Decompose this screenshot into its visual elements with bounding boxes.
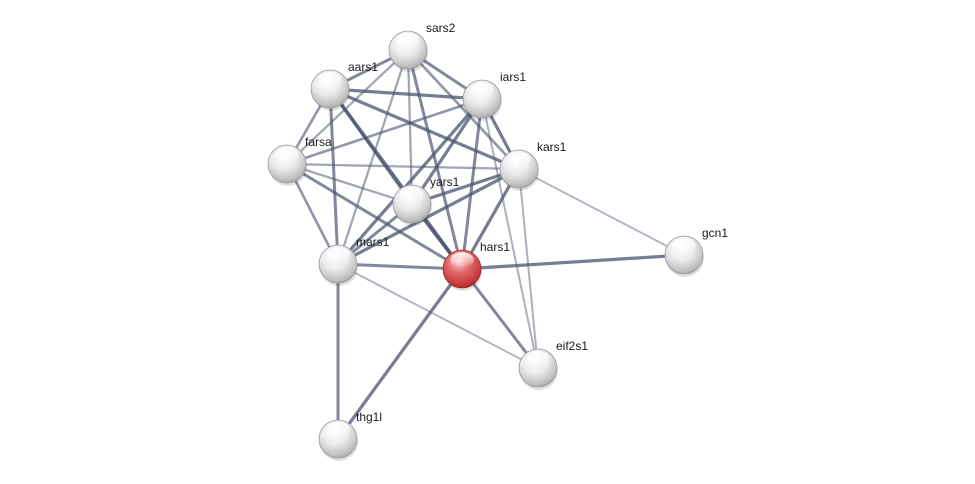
node-kars1[interactable]: kars1 bbox=[499, 140, 567, 191]
nodes-layer: sars2 aars1 iars1 farsa kars1 yars1 mars1 hars1… bbox=[267, 21, 728, 461]
edge-mars1-hars1[interactable] bbox=[336, 262, 464, 271]
edge-hars1-thg1l[interactable] bbox=[336, 267, 464, 441]
node-highlight bbox=[396, 33, 420, 49]
node-eif2s1[interactable]: eif2s1 bbox=[518, 339, 588, 390]
node-highlight bbox=[275, 147, 299, 163]
node-label-yars1: yars1 bbox=[430, 175, 460, 189]
node-farsa[interactable]: farsa bbox=[267, 135, 332, 186]
node-highlight bbox=[672, 238, 696, 254]
node-yars1[interactable]: yars1 bbox=[392, 175, 460, 226]
edge-iars1-yars1[interactable] bbox=[410, 97, 484, 206]
node-highlight bbox=[450, 252, 474, 268]
edge-mars1-eif2s1[interactable] bbox=[337, 263, 539, 369]
node-sars2[interactable]: sars2 bbox=[388, 21, 456, 72]
node-label-mars1: mars1 bbox=[356, 235, 390, 249]
node-hars1[interactable]: hars1 bbox=[442, 240, 510, 291]
edge-farsa-hars1[interactable] bbox=[285, 162, 464, 271]
node-label-farsa: farsa bbox=[305, 135, 332, 149]
node-highlight bbox=[507, 152, 531, 168]
edge-aars1-kars1[interactable] bbox=[328, 87, 521, 171]
edge-kars1-eif2s1[interactable] bbox=[517, 167, 540, 370]
edge-iars1-mars1[interactable] bbox=[336, 97, 484, 266]
edge-hars1-eif2s1[interactable] bbox=[460, 267, 540, 370]
node-highlight bbox=[400, 187, 424, 203]
node-label-gcn1: gcn1 bbox=[702, 226, 728, 240]
node-aars1[interactable]: aars1 bbox=[310, 60, 378, 111]
edge-sars2-kars1[interactable] bbox=[406, 48, 521, 171]
edge-aars1-mars1[interactable] bbox=[328, 87, 340, 266]
node-highlight bbox=[318, 72, 342, 88]
edges-layer bbox=[285, 48, 686, 441]
edge-hars1-gcn1[interactable] bbox=[460, 253, 686, 271]
node-label-iars1: iars1 bbox=[500, 70, 526, 84]
edge-sars2-hars1[interactable] bbox=[406, 48, 464, 271]
edge-sars2-mars1[interactable] bbox=[336, 48, 410, 266]
node-highlight bbox=[526, 351, 550, 367]
edge-sars2-farsa[interactable] bbox=[285, 48, 410, 166]
node-label-hars1: hars1 bbox=[480, 240, 510, 254]
node-highlight bbox=[326, 422, 350, 438]
node-gcn1[interactable]: gcn1 bbox=[664, 226, 728, 277]
node-thg1l[interactable]: thg1l bbox=[318, 410, 382, 461]
edge-iars1-eif2s1[interactable] bbox=[480, 97, 540, 370]
edge-farsa-kars1[interactable] bbox=[285, 162, 521, 171]
node-mars1[interactable]: mars1 bbox=[318, 235, 390, 286]
edge-iars1-farsa[interactable] bbox=[285, 97, 484, 166]
node-highlight bbox=[470, 82, 494, 98]
node-label-thg1l: thg1l bbox=[356, 410, 382, 424]
node-highlight bbox=[326, 247, 350, 263]
edge-kars1-gcn1[interactable] bbox=[518, 168, 685, 256]
node-label-eif2s1: eif2s1 bbox=[556, 339, 588, 353]
node-label-aars1: aars1 bbox=[348, 60, 378, 74]
edge-farsa-yars1[interactable] bbox=[285, 162, 414, 206]
edge-kars1-mars1[interactable] bbox=[336, 167, 521, 266]
node-label-kars1: kars1 bbox=[537, 140, 567, 154]
node-label-sars2: sars2 bbox=[426, 21, 456, 35]
edge-aars1-iars1[interactable] bbox=[328, 87, 484, 101]
node-iars1[interactable]: iars1 bbox=[462, 70, 526, 121]
